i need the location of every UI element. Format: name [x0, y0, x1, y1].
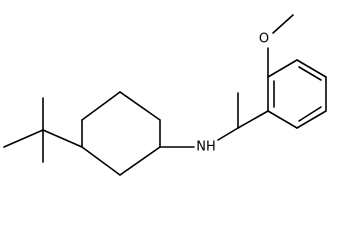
- bond-benzene-c5-c6: [296, 110, 327, 129]
- bond-ring-c2-c3: [119, 146, 161, 176]
- bond-benzene-c2-c3: [267, 59, 298, 78]
- bond-oxygen-to-methyl: [272, 14, 294, 34]
- benzene-double-bond-inner-top-right: [298, 66, 322, 81]
- tert-butyl-group: [3, 97, 83, 163]
- benzene-double-bond-inner-bottom-right: [298, 106, 322, 122]
- methoxyphenyl-group: [267, 14, 327, 129]
- bond-benzene-c3-c4: [296, 59, 327, 78]
- bond-benzene-c6-c1: [267, 110, 298, 129]
- chemical-structure-diagram: NH O: [3, 14, 327, 176]
- bond-tbutyl-quaternary-to-ring: [42, 129, 83, 148]
- bond-ring-c5-c6: [81, 91, 121, 121]
- bond-methine-to-benzene: [237, 110, 269, 129]
- bond-ring-c4-c5: [119, 91, 161, 121]
- bond-tbutyl-quaternary-to-methyl-left: [3, 129, 44, 148]
- bond-nitrogen-to-methine: [217, 127, 239, 141]
- bond-ring-c1-c2: [81, 146, 121, 176]
- amine-linker: [159, 92, 269, 148]
- oxygen-atom-label: O: [259, 32, 269, 47]
- cyclohexane-ring: [81, 91, 161, 176]
- nh-atom-label: NH: [196, 140, 216, 155]
